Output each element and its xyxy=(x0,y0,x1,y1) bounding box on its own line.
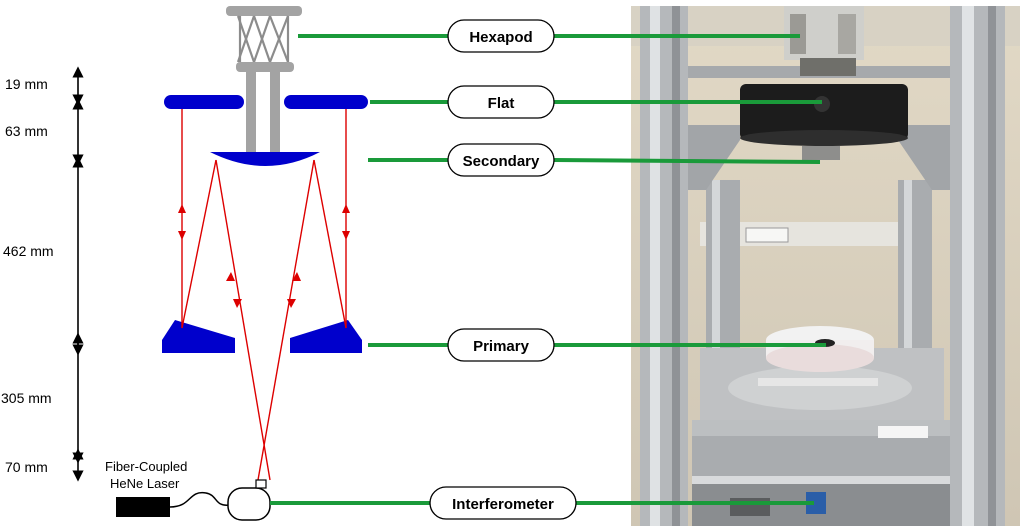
test-rig-photo xyxy=(631,6,1020,526)
dimension-label: 63 mm xyxy=(5,123,48,139)
component-labels: Hexapod Flat Secondary Primary Interfero… xyxy=(429,19,577,520)
laser-label-line1: Fiber-Coupled xyxy=(105,459,187,474)
laser-label-line2: HeNe Laser xyxy=(110,476,180,491)
hexapod-label: Hexapod xyxy=(469,29,532,46)
dimension-label: 462 mm xyxy=(3,243,54,259)
dimension-label: 70 mm xyxy=(5,459,48,475)
primary-mirror-left xyxy=(162,320,235,353)
hexapod-drawing xyxy=(226,6,302,154)
flat-mirror-right xyxy=(284,95,368,109)
leader-lines xyxy=(270,34,826,505)
primary-label: Primary xyxy=(473,338,530,355)
interferometer-body xyxy=(227,487,271,521)
laser-assembly xyxy=(116,479,271,521)
flat-label: Flat xyxy=(488,95,515,112)
flat-mirror-left xyxy=(164,95,244,109)
fiber-cable xyxy=(169,491,231,508)
laser-ray-paths xyxy=(181,109,347,481)
dimension-label: 305 mm xyxy=(1,390,52,406)
ray-direction-arrows xyxy=(178,204,350,308)
primary-mirror-right xyxy=(290,320,362,353)
dimension-labels: 19 mm 63 mm 462 mm 305 mm 70 mm xyxy=(1,76,54,475)
dimension-label: 19 mm xyxy=(5,76,48,92)
hene-laser xyxy=(116,497,170,517)
secondary-mirror xyxy=(210,152,320,166)
secondary-label: Secondary xyxy=(463,153,540,170)
interferometer-label: Interferometer xyxy=(452,496,554,513)
